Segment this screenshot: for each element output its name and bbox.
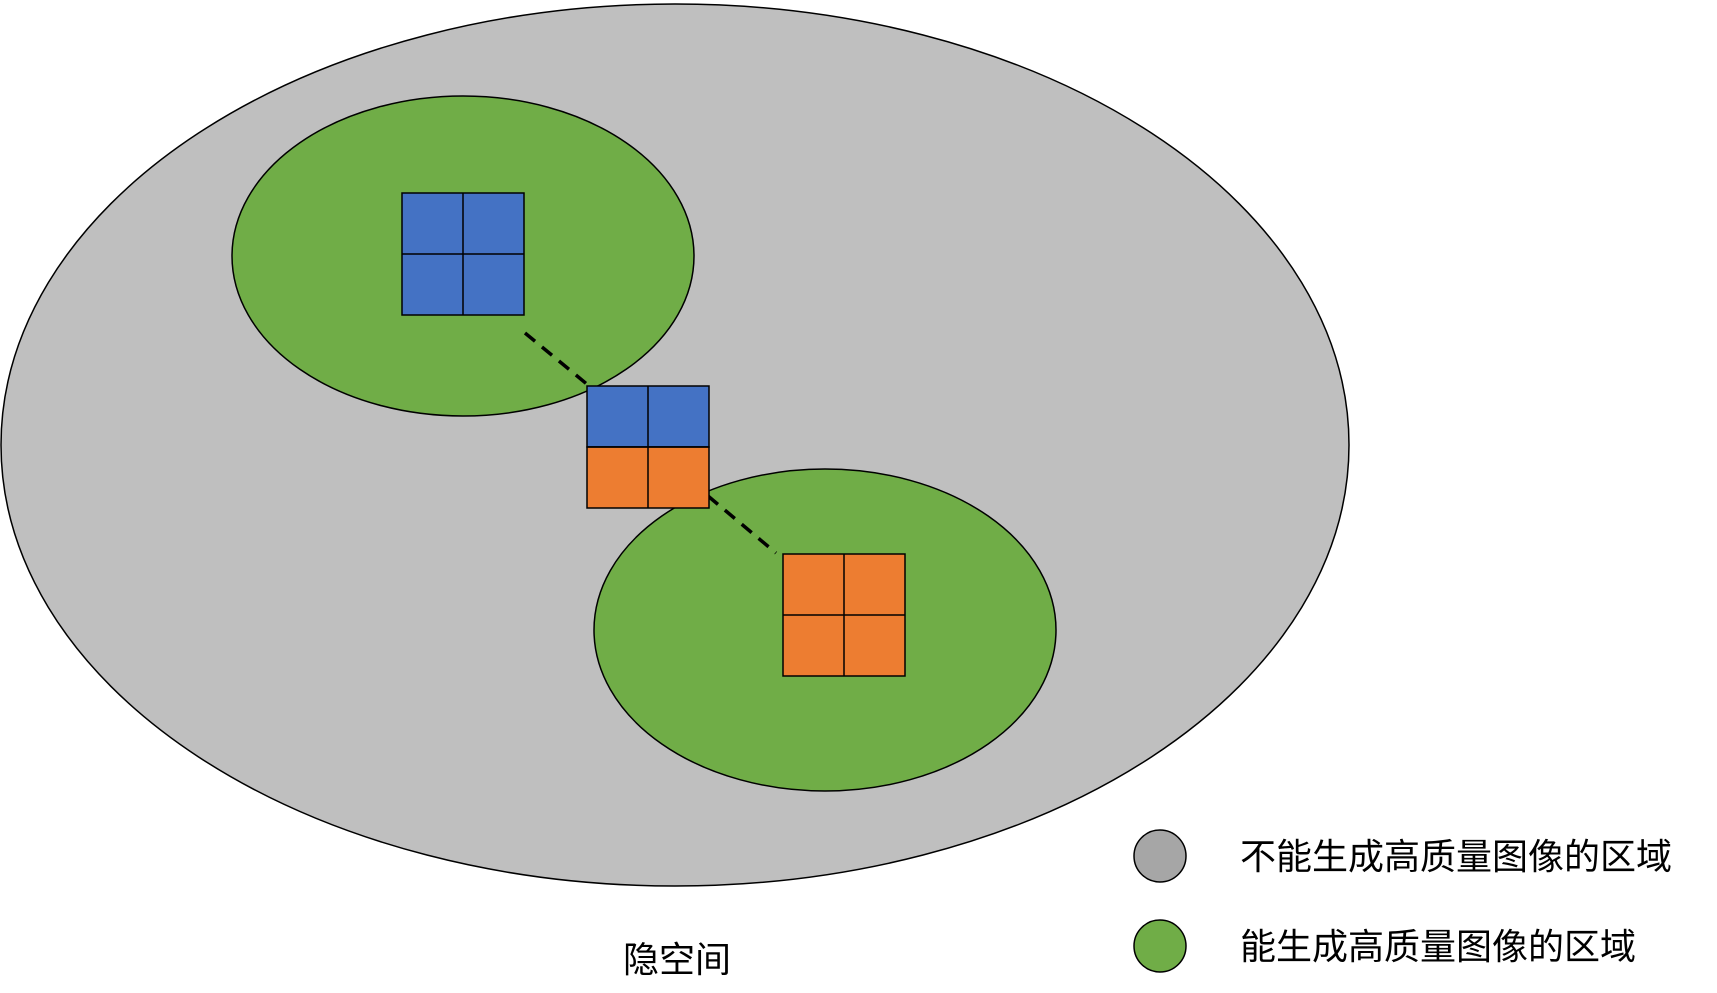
legend-swatch-gray (1133, 829, 1187, 883)
legend: 不能生成高质量图像的区域 能生成高质量图像的区域 (1133, 829, 1672, 973)
interpolation-link-bottom (706, 494, 778, 555)
legend-label-high-quality: 能生成高质量图像的区域 (1240, 927, 1636, 968)
interpolated-latent-block (586, 385, 710, 509)
legend-swatch-green (1133, 919, 1187, 973)
orange-latent-block (782, 553, 906, 677)
legend-label-low-quality: 不能生成高质量图像的区域 (1240, 837, 1672, 878)
legend-item-low-quality: 不能生成高质量图像的区域 (1133, 829, 1672, 883)
blue-latent-block (401, 192, 525, 316)
latent-space-label: 隐空间 (623, 940, 731, 981)
interpolation-link-top (523, 331, 590, 387)
legend-item-high-quality: 能生成高质量图像的区域 (1133, 919, 1636, 973)
